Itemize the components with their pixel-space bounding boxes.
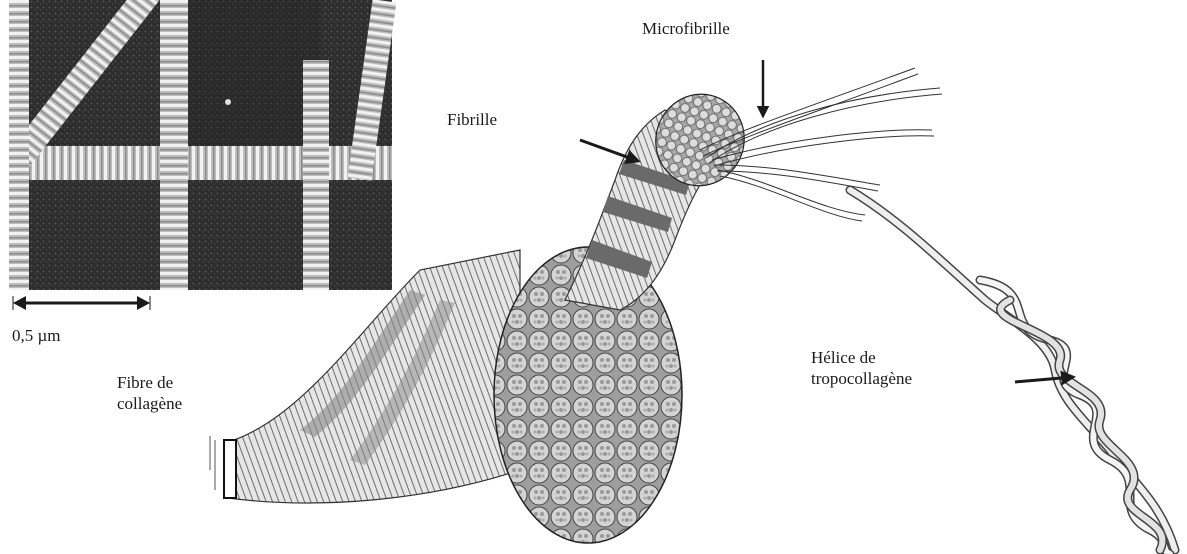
label-helice-line-2: tropocollagène: [811, 368, 912, 389]
label-helice-line-1: Hélice de: [811, 347, 912, 368]
micrograph-fibril-vertical-1: [160, 0, 188, 290]
label-helice-de-tropocollagene: Hélice de tropocollagène: [811, 347, 912, 389]
label-fibrille: Fibrille: [447, 109, 497, 130]
label-fibre-line-2: collagène: [117, 393, 182, 414]
micrograph-fibril-vertical-2: [303, 60, 329, 290]
label-microfibrille: Microfibrille: [642, 18, 730, 39]
fibril: [565, 82, 757, 310]
scale-bar: [13, 296, 150, 310]
label-scale-bar: 0,5 µm: [12, 325, 61, 346]
electron-micrograph: [9, 0, 397, 290]
label-fibre-line-1: Fibre de: [117, 372, 182, 393]
micrograph-fibril-horizontal: [9, 146, 392, 180]
label-fibre-de-collagene: Fibre de collagène: [117, 372, 182, 414]
